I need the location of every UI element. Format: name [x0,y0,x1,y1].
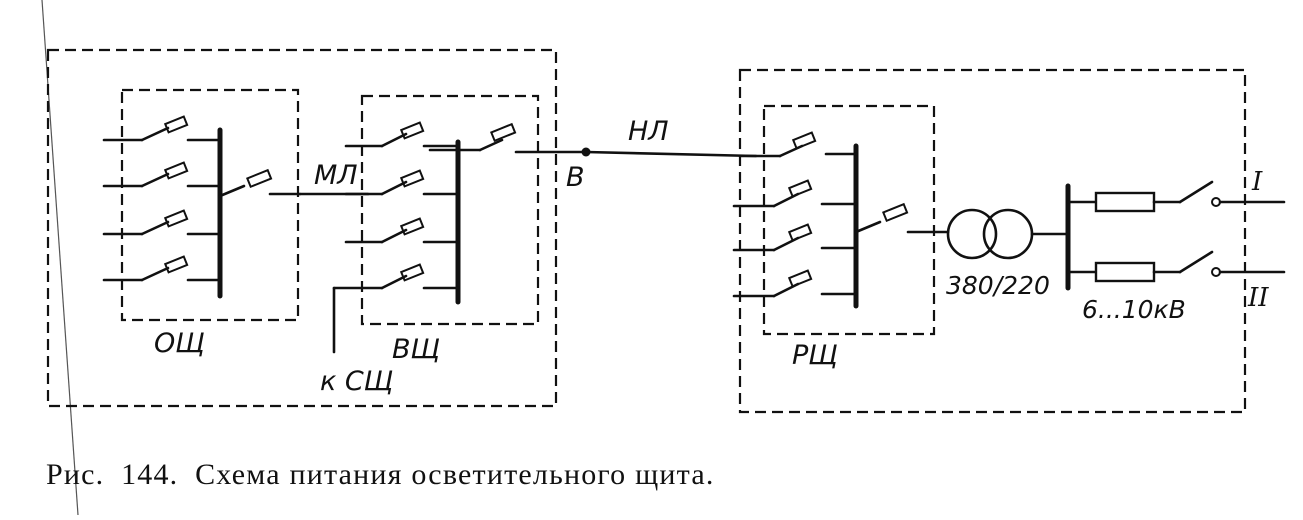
hv-feeder-2 [1066,250,1286,283]
rsch-switch-4 [732,269,858,298]
label-to-ssch: к СЩ [320,366,393,397]
osch-panel-switches [102,115,302,299]
caption-number: 144. [121,458,178,491]
fuse-1 [1094,191,1156,213]
osch-switch-1 [102,115,222,142]
vsch-input-switch [428,122,588,154]
osch-panel-box [120,88,300,322]
osch-switch-2 [102,161,222,188]
figure-caption: Рис. 144. Схема питания осветительного щ… [46,458,715,491]
caption-text: Схема питания осветительного щита. [195,458,714,491]
label-osch: ОЩ [154,328,205,359]
rsch-panel-box [762,104,936,336]
osch-switch-4 [102,255,222,282]
hv-switchgear [1065,180,1286,291]
label-nl: НЛ [628,116,669,147]
rsch-switch-2 [732,179,858,208]
transformer-primary-winding [946,208,998,260]
label-transformer-ratio: 380/220 [946,271,1050,300]
fuse-2 [1094,261,1156,283]
building-enclosure [46,48,558,408]
transformer-secondary-winding [982,208,1034,260]
rsch-switch-3 [732,223,858,252]
disconnector-1 [1178,180,1214,204]
label-hv-voltage: 6...10кВ [1082,295,1186,324]
osch-switch-3 [102,209,222,236]
label-ml: МЛ [314,160,358,191]
label-vsch: ВЩ [392,334,440,365]
disconnector-2 [1178,250,1214,274]
vsch-panel-box [360,94,540,326]
vsch-switch-1 [344,121,460,148]
caption-prefix: Рис. [46,458,104,491]
osch-input-switch [218,168,302,198]
vsch-switch-4 [332,263,460,290]
substation-enclosure [738,68,1247,414]
vsch-panel-switches [332,121,588,354]
label-b: В [566,162,585,193]
nl-line [584,150,758,158]
label-rsch: РЩ [792,340,838,371]
vsch-switch-3 [344,217,460,244]
label-input-1: I [1251,167,1263,197]
label-input-2: II [1247,283,1269,313]
transformer [946,208,1070,260]
hv-feeder-1 [1066,180,1286,213]
rsch-panel-switches [732,131,950,309]
rsch-switch-1 [738,131,858,158]
rsch-input-switch [854,202,950,234]
vsch-switch-2 [344,169,460,196]
